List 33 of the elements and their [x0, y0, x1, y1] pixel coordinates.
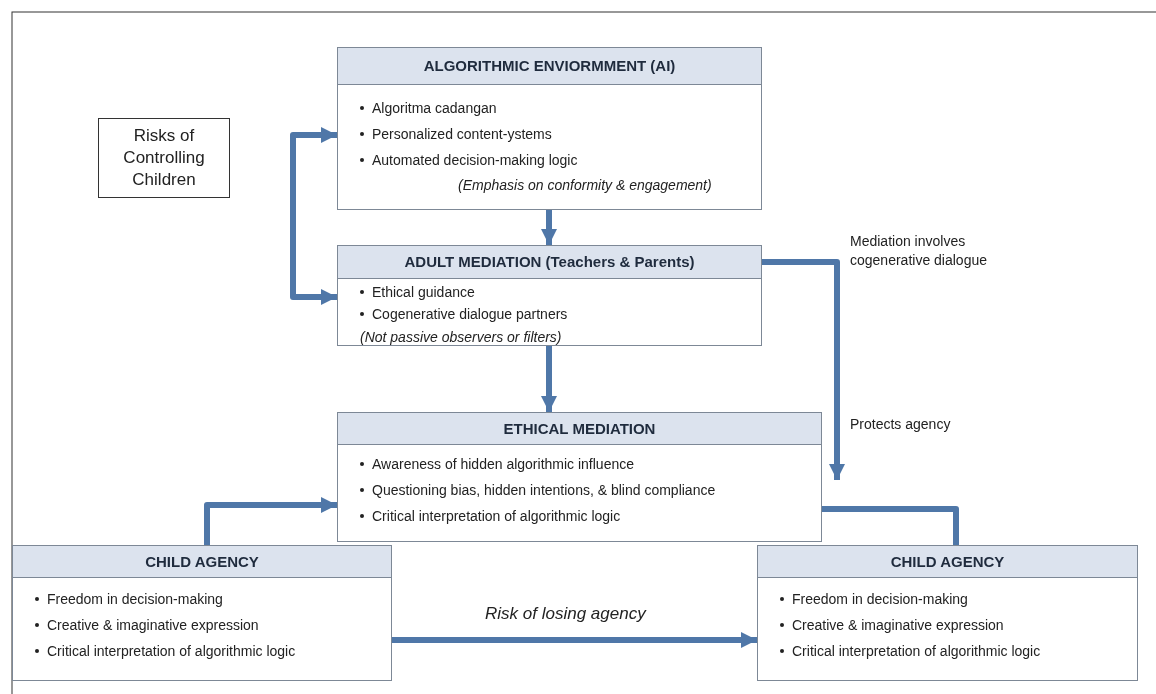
section-box: [337, 412, 822, 542]
bullet-item: Questioning bias, hidden intentions, & blind compliance: [372, 481, 716, 500]
section-heading: CHILD AGENCY: [13, 546, 391, 578]
bullet-item: Critical interpretation of algorithmic logic: [372, 507, 621, 526]
arrow: [204, 497, 337, 545]
section-box: [12, 545, 392, 681]
section-heading: ALGORITHMIC ENVIORMMENT (AI): [338, 48, 761, 85]
bullet-item: Ethical guidance: [372, 283, 475, 302]
section-box: [337, 47, 762, 210]
bullet-item: Creative & imaginative expression: [47, 616, 259, 635]
note-text: (Not passive observers or filters): [360, 328, 562, 347]
arrow: [541, 346, 557, 412]
bullet-item: Cogenerative dialogue partners: [372, 305, 568, 324]
note-text: (Emphasis on conformity & engagement): [458, 176, 712, 195]
bullet-item: Creative & imaginative expression: [792, 616, 1004, 635]
section-heading: CHILD AGENCY: [758, 546, 1137, 578]
section-box: [337, 245, 762, 346]
text-box: Risks of Controlling Children: [98, 118, 230, 198]
section-box: [757, 545, 1138, 681]
bullet-item: Critical interpretation of algorithmic logic: [47, 642, 296, 661]
bullet-item: Awareness of hidden algorithmic influence: [372, 455, 634, 474]
arrow: [541, 210, 557, 245]
bullet-item: Freedom in decision-making: [47, 590, 223, 609]
arrow: [392, 632, 757, 648]
arrow: [762, 259, 845, 480]
bullet-item: Personalized content-ystems: [372, 125, 552, 144]
bullet-item: Critical interpretation of algorithmic logic: [792, 642, 1041, 661]
section-heading: ADULT MEDIATION (Teachers & Parents): [338, 246, 761, 279]
bullet-item: Automated decision-making logic: [372, 151, 578, 170]
bullet-item: Algoritma cadangan: [372, 99, 497, 118]
bullet-item: Freedom in decision-making: [792, 590, 968, 609]
arrow: [290, 127, 337, 305]
section-heading: ETHICAL MEDIATION: [338, 413, 821, 445]
